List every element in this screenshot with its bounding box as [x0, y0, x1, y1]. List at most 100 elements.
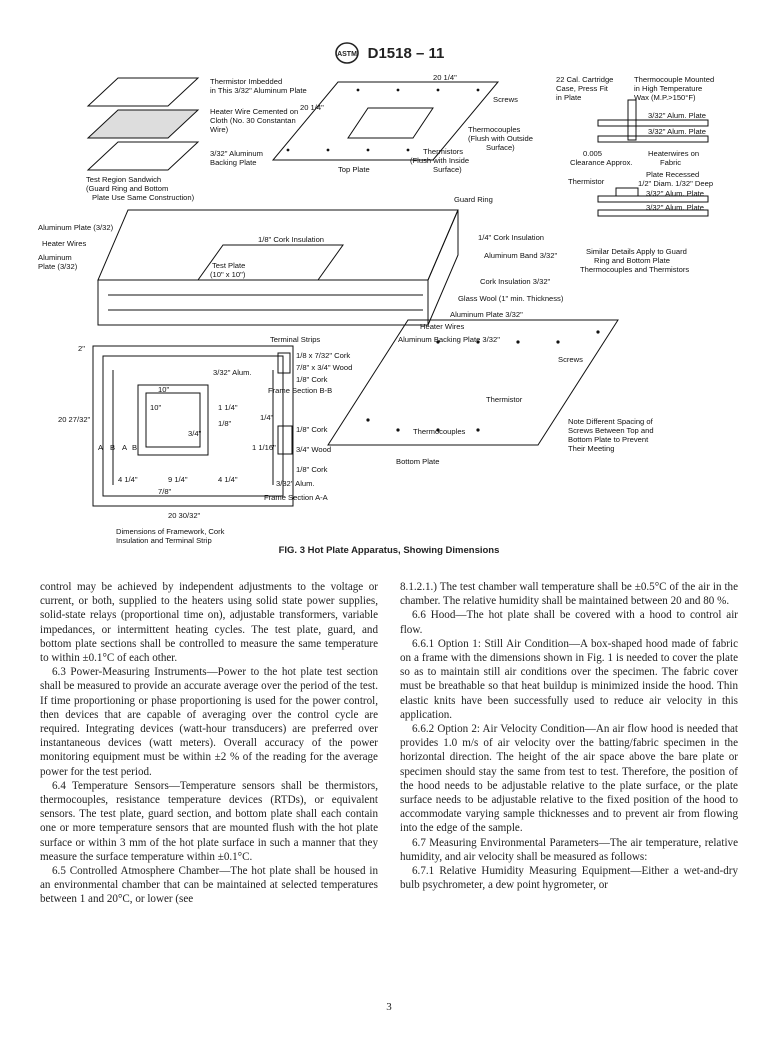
fig-label: 3/32" Alum. Plate: [648, 111, 706, 120]
fig-label: A: [98, 443, 104, 452]
fig-label: Similar Details Apply to Guard: [586, 247, 687, 256]
fig-label: Thermistors: [423, 147, 463, 156]
fig-label: Frame Section B-B: [268, 386, 332, 395]
left-column: control may be achieved by independent a…: [40, 580, 378, 907]
fig-label: 10": [158, 385, 169, 394]
fig-label: Test Plate: [212, 261, 245, 270]
fig-label: Heaterwires on: [648, 149, 699, 158]
fig-label: Plate (3/32): [38, 262, 78, 271]
fig-label: Plate Recessed: [646, 170, 699, 179]
fig-label: Plate Use Same Construction): [92, 193, 195, 202]
fig-label: 3/32" Alum.: [276, 479, 315, 488]
fig-label: 22 Cal. Cartridge: [556, 75, 613, 84]
fig-label: Note Different Spacing of: [568, 417, 654, 426]
fig-label: 1/8" Cork: [296, 375, 328, 384]
fig-label: Backing Plate: [210, 158, 256, 167]
fig-label: 20 1/4": [300, 103, 324, 112]
fig-label: 7/8" x 3/4" Wood: [296, 363, 352, 372]
fig-label: 4 1/4": [218, 475, 238, 484]
fig-label: (Guard Ring and Bottom: [86, 184, 168, 193]
fig-label: Thermistor: [568, 177, 605, 186]
fig-label: 3/4" Wood: [296, 445, 331, 454]
fig-label: Surface): [433, 165, 462, 174]
fig-label: Glass Wool (1" min. Thickness): [458, 294, 564, 303]
fig-label: 1/4" Cork Insulation: [478, 233, 544, 242]
paragraph: 6.7.1 Relative Humidity Measuring Equipm…: [400, 865, 738, 892]
fig-label: in Plate: [556, 93, 581, 102]
fig-label: Bottom Plate to Prevent: [568, 435, 649, 444]
page-header: ASTM D1518 – 11: [0, 42, 778, 64]
fig-label: Top Plate: [338, 165, 370, 174]
fig-label: (10" x 10"): [210, 270, 246, 279]
fig-label: 1/4": [260, 413, 274, 422]
fig-label: 1/2" Diam. 1/32" Deep: [638, 179, 713, 188]
fig-label: 10": [150, 403, 161, 412]
fig-label: Thermocouple Mounted: [634, 75, 714, 84]
fig-label: Terminal Strips: [270, 335, 320, 344]
fig-label: 3/4": [188, 429, 202, 438]
figure-caption: FIG. 3 Hot Plate Apparatus, Showing Dime…: [278, 545, 500, 556]
paragraph: 6.6.1 Option 1: Still Air Condition—A bo…: [400, 637, 738, 721]
fig-label: Insulation and Terminal Strip: [116, 536, 212, 545]
fig-label: Heater Wire Cemented on: [210, 107, 298, 116]
fig-label: Thermocouples: [468, 125, 521, 134]
fig-label: Ring and Bottom Plate: [594, 256, 670, 265]
fig-label: Test Region Sandwich: [86, 175, 161, 184]
fig-label: Thermistor: [486, 395, 523, 404]
fig-label: Their Meeting: [568, 444, 614, 453]
fig-label: 1/8": [218, 419, 232, 428]
fig-label: Aluminum Plate 3/32": [450, 310, 523, 319]
fig-label: 3/32" Alum. Plate: [646, 203, 704, 212]
fig-label: B: [110, 443, 115, 452]
fig-label: Cloth (No. 30 Constantan: [210, 116, 296, 125]
fig-label: 2": [78, 344, 85, 353]
fig-label: 1/8" Cork Insulation: [258, 235, 324, 244]
fig-label: 1/8" Cork: [296, 465, 328, 474]
fig-label: Screws: [493, 95, 518, 104]
fig-label: A: [122, 443, 128, 452]
fig-label: Thermocouples and Thermistors: [580, 265, 689, 274]
fig-label: Surface): [486, 143, 515, 152]
fig-label: Aluminum Backing Plate 3/32": [398, 335, 500, 344]
fig-label: 3/32" Alum. Plate: [646, 189, 704, 198]
paragraph: 6.3 Power-Measuring Instruments—Power to…: [40, 666, 378, 778]
fig-label: Fabric: [660, 158, 681, 167]
fig-label: Case, Press Fit: [556, 84, 609, 93]
fig-label: Clearance Approx.: [570, 158, 632, 167]
fig-label: (Flush with Outside: [468, 134, 533, 143]
fig-label: Screws: [558, 355, 583, 364]
fig-label: Wax (M.P.>150°F): [634, 93, 696, 102]
fig-label: 1/8" Cork: [296, 425, 328, 434]
fig-label: Aluminum Plate (3/32): [38, 223, 114, 232]
page-number: 3: [386, 1001, 392, 1013]
fig-label: 0.005: [583, 149, 602, 158]
fig-label: 1 1/16": [252, 443, 276, 452]
fig-label: 20 1/4": [433, 73, 457, 82]
paragraph: control may be achieved by independent a…: [40, 581, 378, 665]
fig-label: Aluminum Band 3/32": [484, 251, 557, 260]
document-id: D1518 – 11: [367, 44, 445, 62]
fig-label: 3/32" Alum.: [213, 368, 252, 377]
fig-label: Thermistor Imbedded: [210, 77, 282, 86]
fig-label: Cork Insulation 3/32": [480, 277, 551, 286]
fig-label: Dimensions of Framework, Cork: [116, 527, 225, 536]
paragraph: 6.5 Controlled Atmosphere Chamber—The ho…: [40, 865, 378, 906]
fig-label: 7/8": [158, 487, 172, 496]
fig-label: Wire): [210, 125, 229, 134]
fig-label: (Flush with Inside: [410, 156, 469, 165]
fig-label: Heater Wires: [42, 239, 87, 248]
fig-label: 1/8 x 7/32" Cork: [296, 351, 350, 360]
fig-label: Heater Wires: [420, 322, 465, 331]
fig-label: in High Temperature: [634, 84, 702, 93]
fig-label: in This 3/32" Aluminum Plate: [210, 86, 307, 95]
fig-label: 20 30/32": [168, 511, 201, 520]
fig-label: 1 1/4": [218, 403, 238, 412]
fig-label: 20 27/32": [58, 415, 91, 424]
paragraph: 6.7 Measuring Environmental Parameters—T…: [400, 836, 738, 863]
hot-plate-figure: Thermistor Imbedded in This 3/32" Alumin…: [38, 73, 714, 545]
astm-logo-icon: ASTM: [334, 42, 359, 64]
fig-label: Frame Section A-A: [264, 493, 329, 502]
paragraph: 6.4 Temperature Sensors—Temperature sens…: [40, 779, 378, 863]
fig-label: 3/32" Aluminum: [210, 149, 263, 158]
fig-label: Guard Ring: [454, 195, 493, 204]
